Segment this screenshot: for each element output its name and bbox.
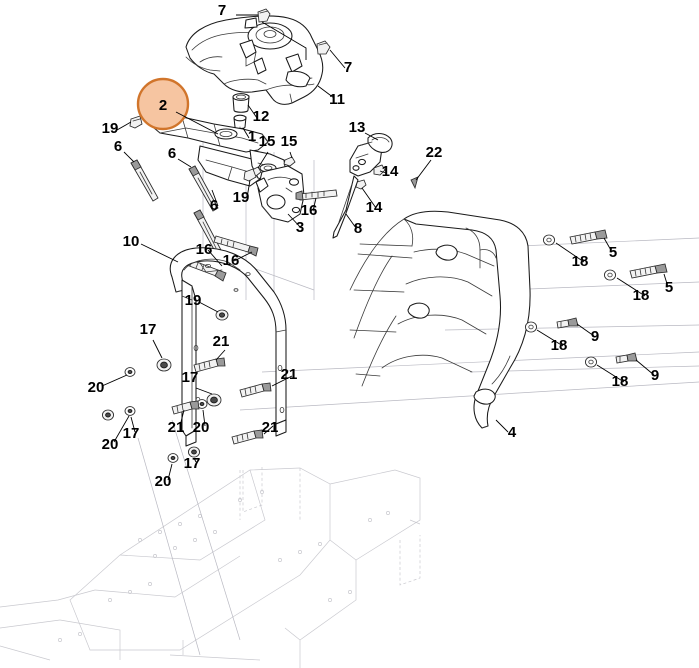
flange-bolt-part-21b xyxy=(239,382,272,398)
grommet-part-12 xyxy=(232,93,250,113)
callout-label-21: 21 xyxy=(281,366,298,383)
side-plate-part-3 xyxy=(255,165,305,223)
callout-label-4: 4 xyxy=(508,424,517,441)
callout-label-12: 12 xyxy=(253,108,270,125)
callout-label-20: 20 xyxy=(193,419,210,436)
callout-label-22: 22 xyxy=(426,144,443,161)
callout-label-17: 17 xyxy=(184,455,201,472)
control-rod-part-8 xyxy=(332,175,359,239)
carriage-bolt-part-16b xyxy=(213,235,259,257)
lock-nut-part-17a xyxy=(156,358,172,372)
flange-bolt-part-21c xyxy=(171,400,200,415)
callout-label-16: 16 xyxy=(196,241,213,258)
spacer-part-19a xyxy=(129,115,143,129)
callout-label-16: 16 xyxy=(301,202,318,219)
callout-label-7: 7 xyxy=(344,59,352,76)
carriage-bolt-part-16a xyxy=(295,189,338,201)
callout-label-21: 21 xyxy=(262,419,279,436)
flat-washer-part-18c xyxy=(524,321,538,333)
callout-label-18: 18 xyxy=(633,287,650,304)
hex-bolt-part-9b xyxy=(615,352,638,364)
callout-label-11: 11 xyxy=(329,91,345,108)
washer-part-20c xyxy=(196,399,208,409)
callout-label-16: 16 xyxy=(223,252,240,269)
callout-label-21: 21 xyxy=(213,333,230,350)
callout-label-7: 7 xyxy=(218,2,226,19)
flange-bolt-part-21a xyxy=(193,357,226,373)
lock-nut-part-17c xyxy=(101,409,115,421)
callout-label-13: 13 xyxy=(349,119,366,136)
callout-label-18: 18 xyxy=(551,337,568,354)
fuel-tank-part-11 xyxy=(185,15,324,105)
callout-label-6: 6 xyxy=(114,138,122,155)
callout-label-8: 8 xyxy=(354,220,362,237)
callout-label-10: 10 xyxy=(123,233,140,250)
flange-bolt-part-21d xyxy=(231,429,264,445)
fitting-part-7-upper xyxy=(257,8,271,23)
callout-label-15: 15 xyxy=(259,133,276,150)
flat-washer-part-18d xyxy=(584,356,598,368)
hex-bolt-part-5b xyxy=(629,263,668,279)
callout-label-5: 5 xyxy=(609,244,617,261)
callout-label-6: 6 xyxy=(168,145,176,162)
highlighted-callout-2[interactable]: 2 xyxy=(136,77,219,135)
rivet-part-15b xyxy=(283,156,296,167)
callout-label-19: 19 xyxy=(185,292,202,309)
screw-part-6b xyxy=(188,165,219,212)
hex-bolt-part-5a xyxy=(569,229,608,245)
fitting-part-7-right xyxy=(316,40,331,55)
highlight-circle xyxy=(136,77,190,131)
washer-part-20b xyxy=(124,406,136,416)
spacer-part-19b xyxy=(243,168,257,182)
leader-lines xyxy=(101,14,669,481)
washer-part-20d xyxy=(167,453,179,463)
callout-label-14: 14 xyxy=(366,199,383,216)
callout-label-9: 9 xyxy=(591,328,599,345)
roll-bar-part-10 xyxy=(169,247,287,447)
callout-label-21: 21 xyxy=(168,419,185,436)
lock-nut-part-17d xyxy=(187,446,201,458)
callout-label-17: 17 xyxy=(140,321,157,338)
chassis-context-ghost xyxy=(0,466,421,668)
callout-label-2: 2 xyxy=(159,97,167,114)
callout-label-14: 14 xyxy=(382,163,399,180)
spacer-part-19c xyxy=(215,309,229,321)
callout-label-5: 5 xyxy=(665,279,673,296)
hex-bolt-part-9a xyxy=(556,317,579,329)
callout-label-15: 15 xyxy=(281,133,298,150)
callout-label-19: 19 xyxy=(102,120,119,137)
callout-label-1: 1 xyxy=(248,128,256,145)
callout-label-3: 3 xyxy=(296,219,304,236)
pivot-pin-part-14a xyxy=(373,164,386,176)
callout-label-18: 18 xyxy=(572,253,589,270)
callout-label-17: 17 xyxy=(182,369,199,386)
callout-label-17: 17 xyxy=(123,425,140,442)
callout-label-19: 19 xyxy=(233,189,250,206)
callout-label-20: 20 xyxy=(155,473,172,490)
callout-label-18: 18 xyxy=(612,373,629,390)
callout-label-9: 9 xyxy=(651,367,659,384)
screw-part-6a xyxy=(130,159,159,202)
callout-label-20: 20 xyxy=(102,436,119,453)
callout-label-6: 6 xyxy=(210,197,218,214)
fender-panel-part-4 xyxy=(349,210,531,429)
flat-washer-part-18b xyxy=(603,269,617,281)
callout-label-20: 20 xyxy=(88,379,105,396)
flat-washer-part-18a xyxy=(542,234,556,246)
lock-nut-part-17b xyxy=(206,393,222,407)
washer-part-20a xyxy=(124,367,136,377)
